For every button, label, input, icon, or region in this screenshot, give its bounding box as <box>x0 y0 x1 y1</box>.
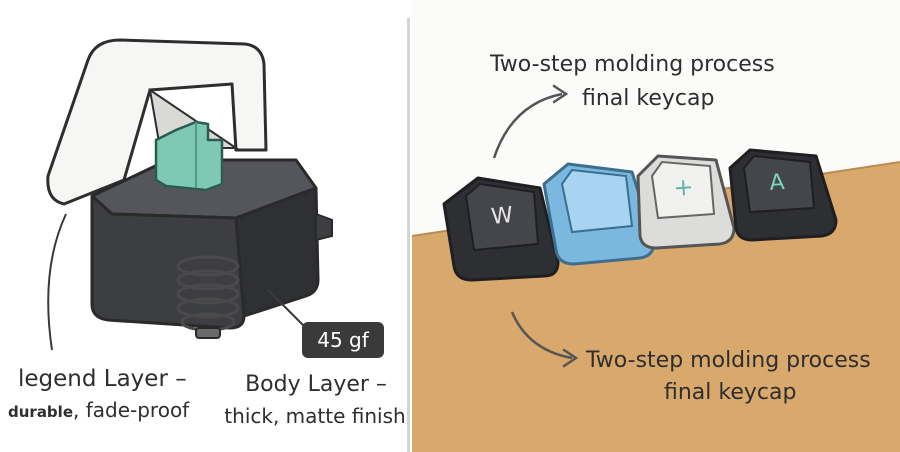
top-curved-arrow <box>492 92 563 159</box>
keycap-a <box>728 148 838 242</box>
top-label-line1: Two-step molding process <box>490 52 775 77</box>
bottom-label-line1: Two-step molding process <box>586 348 871 373</box>
bottom-curved-arrow <box>510 311 573 360</box>
bottom-label-line2: final keycap <box>664 380 797 405</box>
legend-layer-description: durable, fade-proof <box>8 398 189 422</box>
body-layer-title: Body Layer – <box>245 372 387 397</box>
switch-illustration <box>46 38 333 351</box>
keycaps-illustration: W + A <box>412 84 900 452</box>
panel-divider <box>407 18 410 452</box>
top-label-line2: final keycap <box>582 86 715 111</box>
switch-housing-side <box>234 186 320 318</box>
legend-layer-title: legend Layer – <box>18 366 187 392</box>
body-leader-line <box>267 289 305 327</box>
legend-layer-desc-bold: durable <box>8 403 73 421</box>
body-layer-description: thick, matte finish <box>224 404 406 428</box>
legend-leader-line <box>47 213 67 351</box>
keycaps-panel: W + A <box>412 0 900 452</box>
keycap-plus-legend: + <box>672 173 694 202</box>
keycap-w-legend: W <box>490 203 514 230</box>
legend-layer-desc-rest: , fade-proof <box>73 398 190 422</box>
keycap-white <box>636 154 736 250</box>
keycap-blue <box>542 162 656 266</box>
actuation-force-badge: 45 gf <box>302 322 384 358</box>
keycap-a-legend: A <box>769 170 786 196</box>
keycap-w <box>442 176 560 282</box>
switch-diagram-panel: 45 gf legend Layer – durable, fade-proof… <box>0 0 408 452</box>
switch-stem <box>154 120 224 192</box>
keycap-shell <box>46 38 268 206</box>
